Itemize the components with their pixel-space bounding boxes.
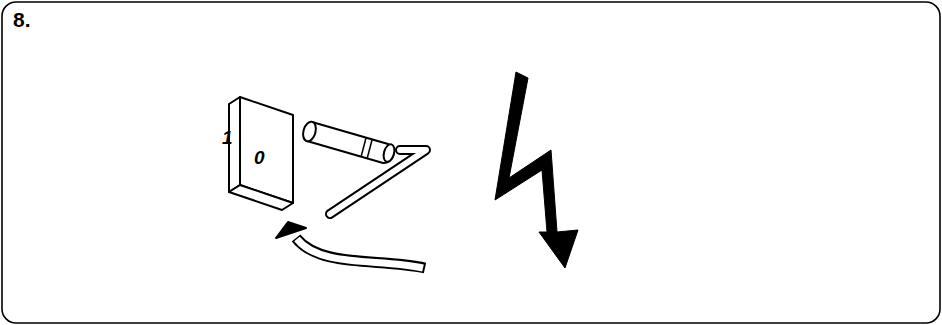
switch-lever (301, 120, 426, 214)
position-mark: 1 (222, 128, 233, 147)
switch-plate (229, 97, 293, 210)
step-number: 8. (13, 9, 31, 30)
rotation-arrow (276, 222, 425, 268)
position-mark: 0 (254, 148, 265, 167)
lightning-bolt (495, 72, 578, 268)
